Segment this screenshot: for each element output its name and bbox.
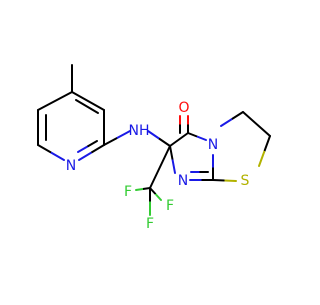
bond-cq-carbonyl <box>169 132 189 147</box>
bond-ch2-s <box>258 135 271 167</box>
atom-label-fluorine-left: F <box>124 184 132 200</box>
structure-diagram: NH N O N N S F F F <box>37 64 271 232</box>
bond-cf-left <box>135 187 151 191</box>
bond-n4-ch2 <box>220 111 244 127</box>
bond-carbonyl-n4 <box>187 132 207 141</box>
atom-label-amine: NH <box>129 123 150 139</box>
bond-cq-cf3 <box>149 145 171 189</box>
atom-label-fluorine-bottom: F <box>146 216 154 232</box>
bond-ch2-ch2 <box>242 111 271 137</box>
bond-ring-c4-c5 <box>37 91 73 111</box>
bond-n7-cq <box>169 145 176 174</box>
molecule-svg: NH N O N N S F F F <box>37 64 271 232</box>
bond-c2-nh <box>103 130 131 146</box>
atom-label-fluorine-right: F <box>166 198 174 214</box>
atom-label-sulfur: S <box>241 173 250 189</box>
atom-labels: NH N O N N S F F F <box>66 100 250 232</box>
bond-ring-c4-c3 <box>71 91 105 111</box>
bond-cf-right <box>149 187 162 201</box>
bond-nh-cq <box>147 130 171 147</box>
bond-ring-c4-c3-inner <box>75 99 99 114</box>
bond-ring-c2-n1-inner <box>77 140 98 153</box>
bond-lines <box>37 64 271 216</box>
atom-label-bridge-n: N <box>208 137 218 153</box>
bond-ring-n1-c6 <box>37 144 65 161</box>
atom-label-pyridine-n: N <box>66 158 76 174</box>
atom-label-imine-n: N <box>178 173 188 189</box>
bond-ring-c2-n1 <box>78 144 105 161</box>
bond-s-c7a <box>212 179 237 182</box>
atom-label-carbonyl-o: O <box>178 100 189 116</box>
